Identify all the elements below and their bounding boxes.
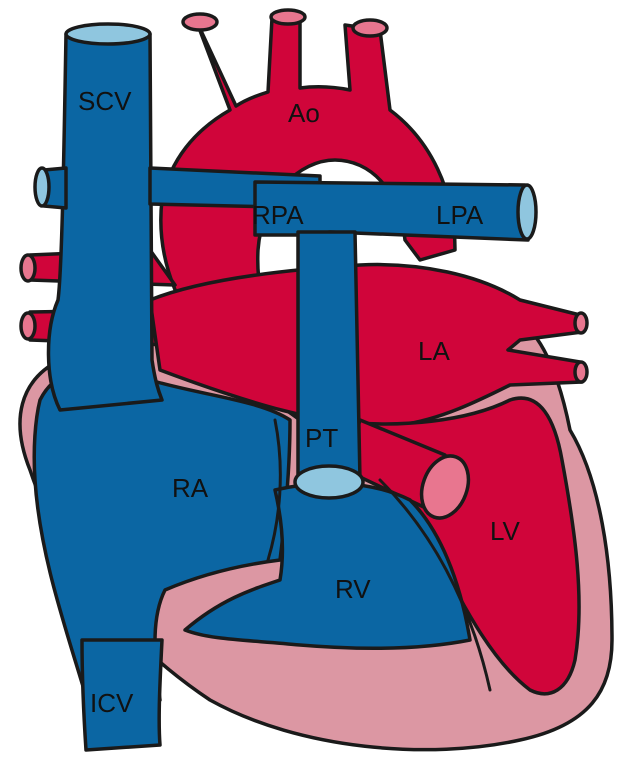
aorta-branch-2-opening [271, 10, 305, 24]
label-lpa: LPA [436, 200, 484, 230]
aorta-branch-3-opening [353, 20, 387, 36]
right-pulmonary-vein-lower-opening [21, 313, 35, 339]
right-pulmonary-vein-upper-opening [21, 255, 35, 281]
right-brachiocephalic-opening [35, 168, 49, 206]
vena-cava [35, 24, 162, 750]
label-lv: LV [490, 516, 521, 546]
label-ra: RA [172, 473, 209, 503]
label-icv: ICV [90, 688, 134, 718]
label-ao: Ao [288, 98, 320, 128]
pulmonary-valve-opening [295, 466, 363, 498]
left-pulmonary-artery-opening [518, 185, 536, 239]
label-pt: PT [305, 423, 338, 453]
left-pulmonary-vein-upper-opening [575, 313, 587, 333]
superior-vena-cava-opening [66, 24, 150, 44]
label-rpa: RPA [252, 200, 304, 230]
label-rv: RV [335, 574, 371, 604]
aorta-branch-1-opening [183, 14, 217, 30]
left-pulmonary-vein-lower-opening [575, 362, 587, 382]
label-la: LA [418, 336, 450, 366]
label-scv: SCV [78, 86, 132, 116]
